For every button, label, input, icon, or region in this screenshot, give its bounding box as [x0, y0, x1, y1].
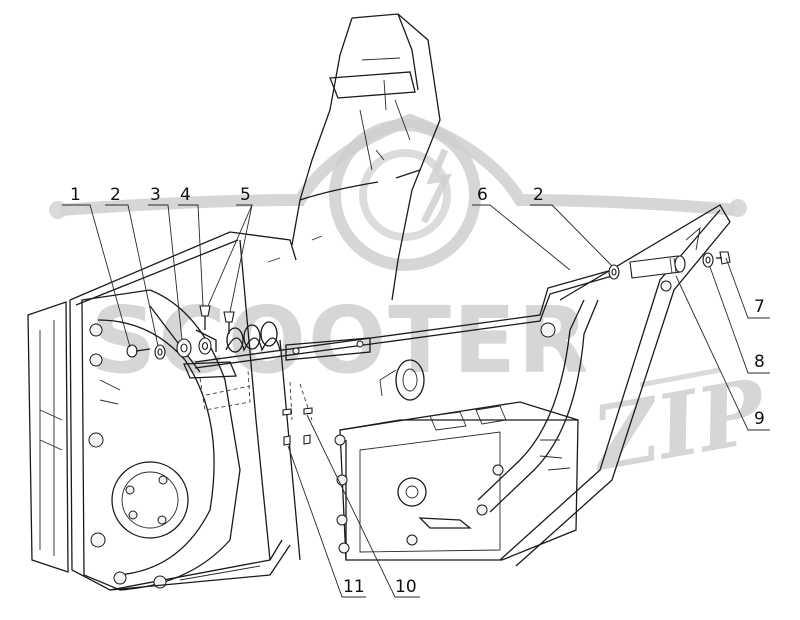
callout-2-left: 2 [110, 185, 121, 205]
callout-5: 5 [240, 185, 251, 205]
callout-2-right: 2 [533, 185, 544, 205]
bracket-plate [183, 361, 237, 379]
callout-8: 8 [754, 352, 765, 372]
callout-4: 4 [180, 185, 191, 205]
callout-6: 6 [477, 185, 488, 205]
gearbox-frame [334, 204, 731, 567]
discharge-chute [267, 13, 441, 301]
auger-housing [27, 231, 301, 591]
callout-3: 3 [150, 185, 161, 205]
part-2-washer-left [154, 344, 166, 360]
shift-rod-assembly [149, 269, 613, 421]
part-10-11-small-hardware [282, 407, 313, 446]
watermark-logo: SCOOTER ZIP [49, 113, 775, 491]
part-9-sleeve [629, 255, 686, 279]
callout-1: 1 [70, 185, 81, 205]
part-1-pin [126, 344, 151, 358]
callout-11: 11 [343, 577, 365, 597]
part-8-washer [702, 252, 714, 268]
part-4-nut [198, 337, 212, 355]
part-5-bolts [199, 305, 235, 334]
callout-numbers: 1 2 3 4 5 6 2 7 8 9 10 11 [70, 185, 765, 597]
watermark-dot-left [49, 201, 67, 219]
callout-9: 9 [754, 409, 765, 429]
callout-10: 10 [395, 577, 417, 597]
leader-lines [62, 204, 770, 598]
part-3-bushing [176, 338, 192, 358]
part-2-washer-right [608, 264, 620, 280]
callout-7: 7 [754, 297, 765, 317]
watermark-dot-right [729, 199, 747, 217]
